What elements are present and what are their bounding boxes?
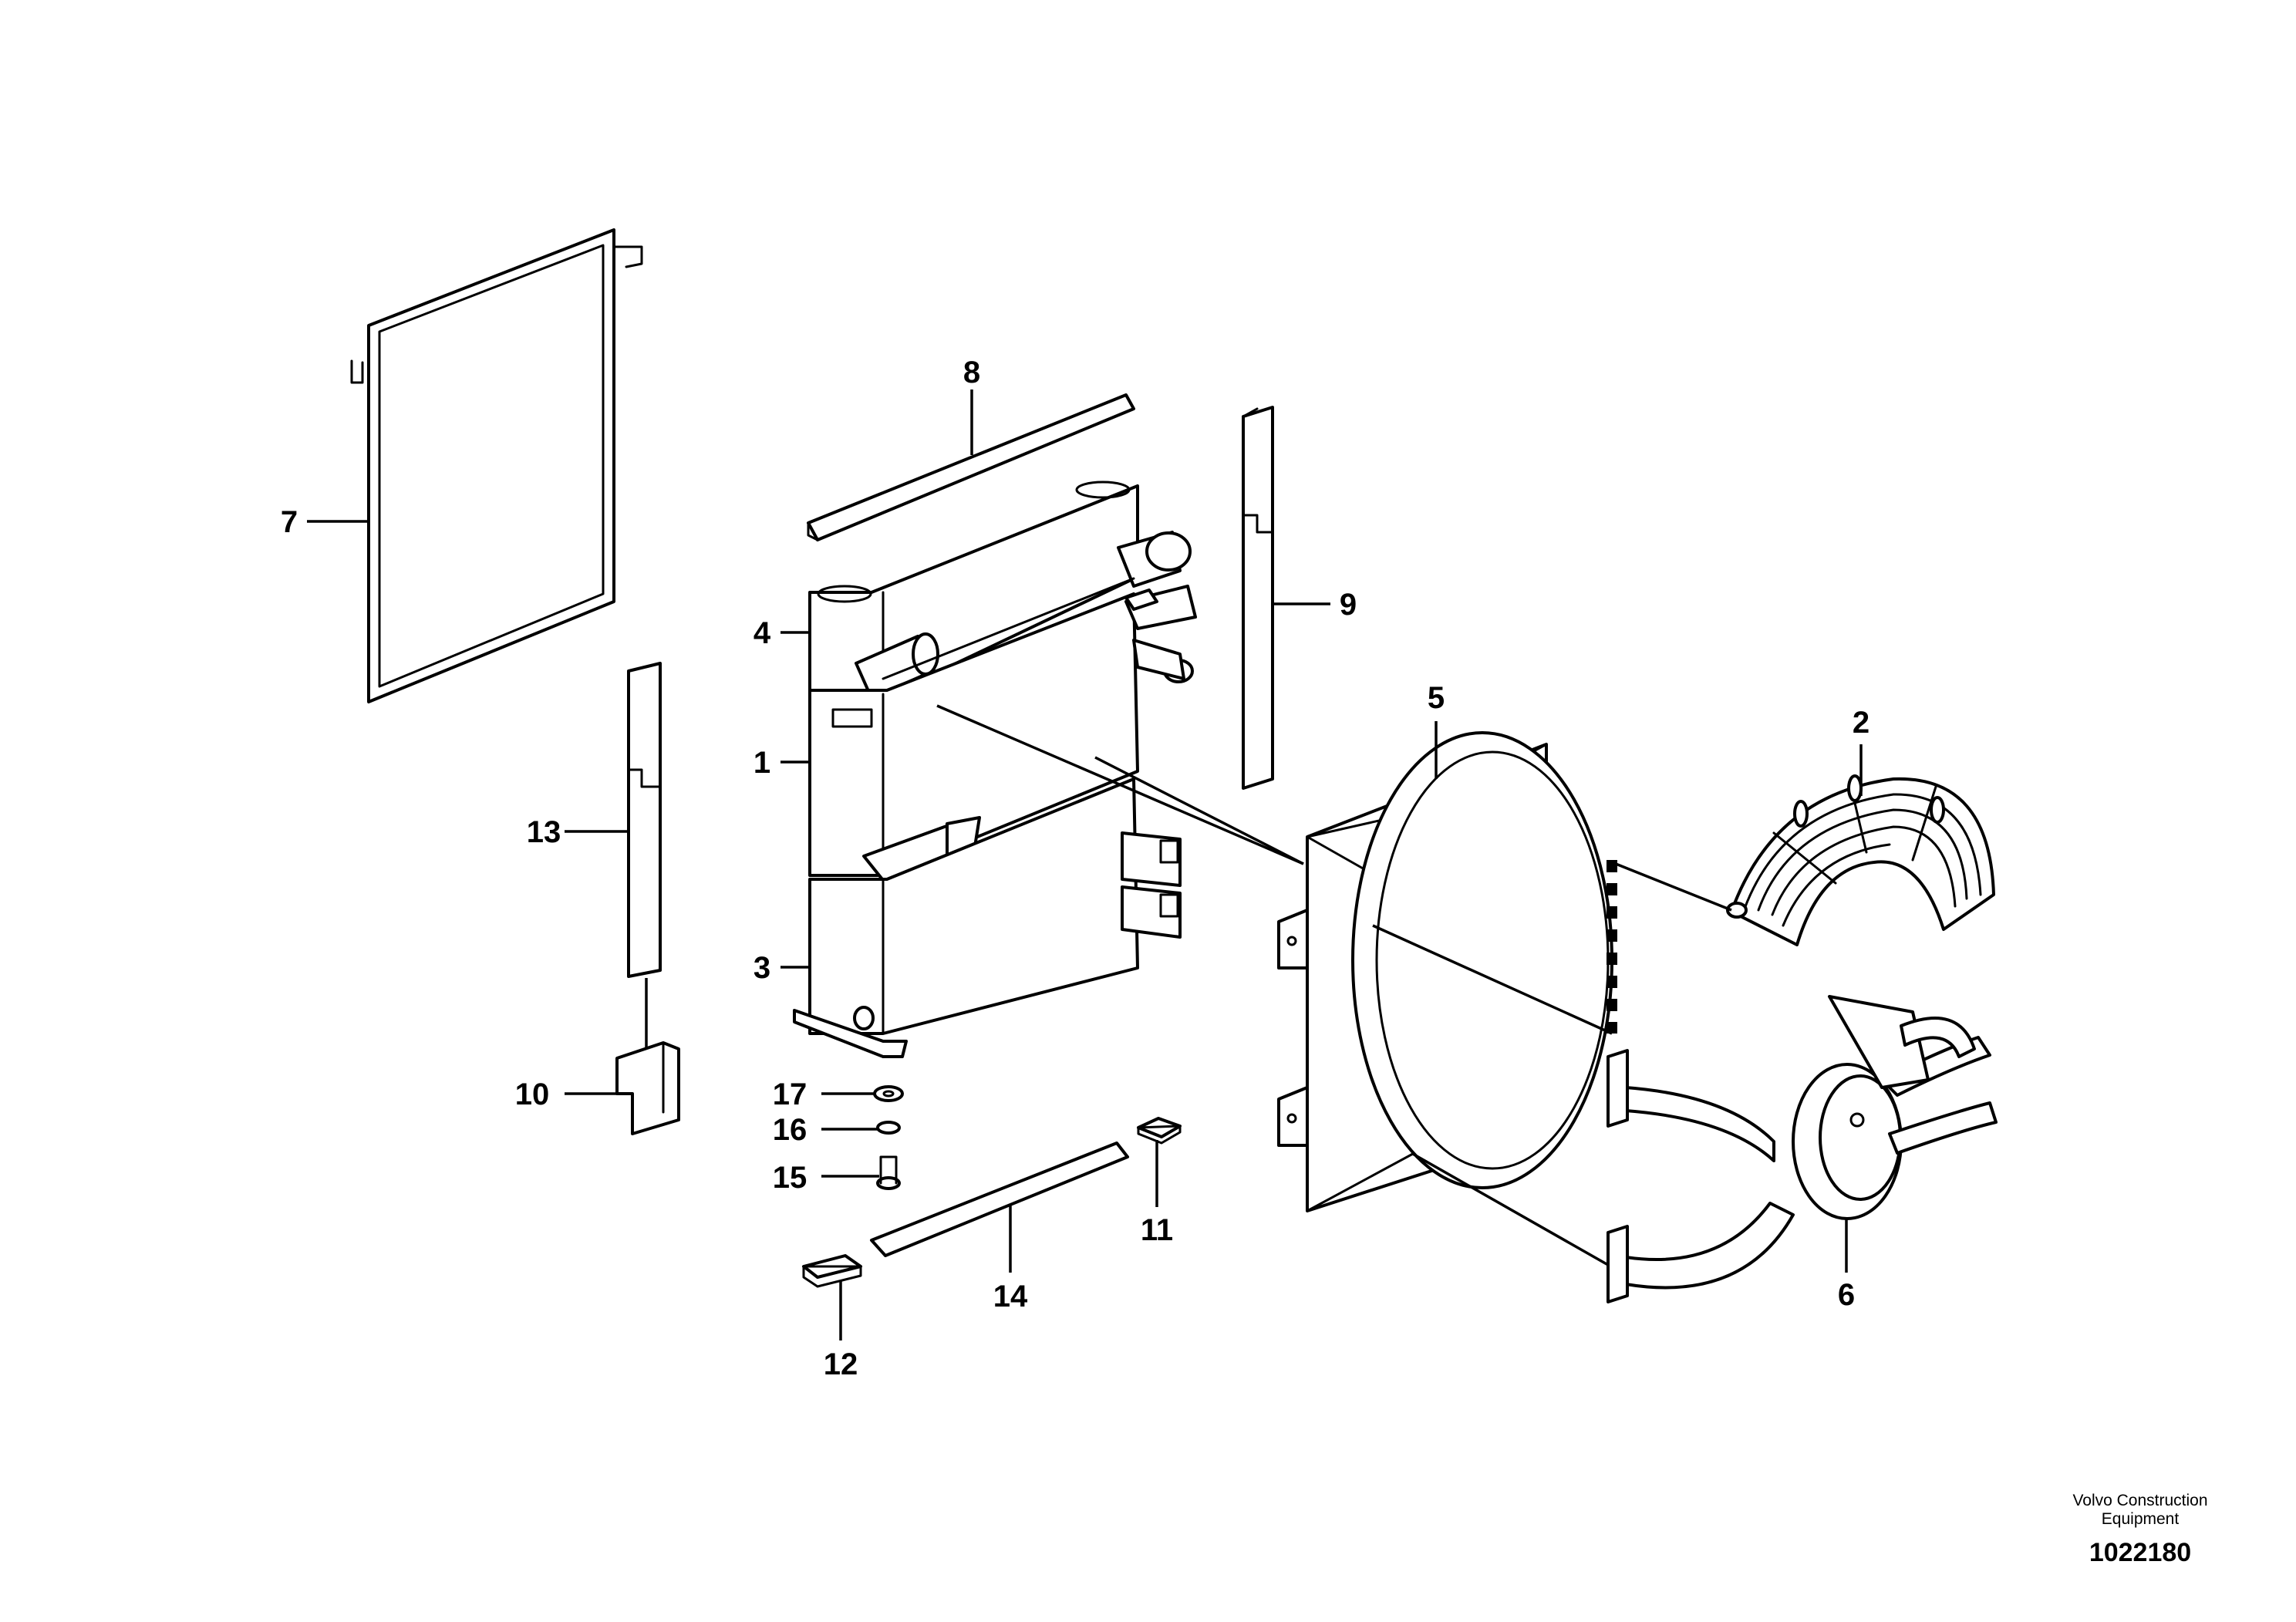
part-3-lower-cooler xyxy=(793,777,1182,1058)
callout-9: 9 xyxy=(1340,588,1357,622)
part-13-vertical-strip xyxy=(627,662,662,978)
document-number: 1022180 xyxy=(2089,1538,2191,1567)
part-15-bolt xyxy=(876,1155,901,1190)
callout-7: 7 xyxy=(281,505,298,539)
callout-2: 2 xyxy=(1853,706,1870,740)
callout-labels: 7 8 9 4 1 3 13 10 17 16 15 14 11 12 5 2 … xyxy=(281,356,1870,1381)
credit-line-1: Volvo Construction xyxy=(2072,1492,2207,1509)
callout-8: 8 xyxy=(963,356,980,389)
part-11-pad xyxy=(1137,1117,1182,1145)
part-17-washer xyxy=(873,1085,904,1102)
title-block: Volvo Construction Equipment 1022180 xyxy=(2072,1492,2207,1567)
callout-12: 12 xyxy=(824,1347,858,1381)
part-14-bottom-strip xyxy=(870,1141,1129,1257)
part-5-fan-shroud xyxy=(1277,731,1613,1212)
part-6-fan-motor-bracket xyxy=(1607,995,1998,1303)
callout-6: 6 xyxy=(1838,1278,1855,1312)
callout-17: 17 xyxy=(773,1077,807,1111)
callout-3: 3 xyxy=(754,951,770,985)
part-4-upper-cooler xyxy=(808,481,1192,700)
part-12-pad xyxy=(802,1254,862,1288)
credit-line-2: Equipment xyxy=(2102,1510,2180,1528)
part-9-vertical-strip xyxy=(1242,406,1274,790)
callout-11: 11 xyxy=(1141,1213,1173,1247)
callout-14: 14 xyxy=(993,1280,1028,1313)
part-8-top-strip xyxy=(807,393,1135,541)
callout-1: 1 xyxy=(754,746,770,780)
callout-10: 10 xyxy=(515,1077,550,1111)
part-16-lock-washer xyxy=(876,1121,901,1135)
callout-4: 4 xyxy=(754,616,771,650)
part-10-bracket-block xyxy=(615,1041,680,1135)
leader-lines xyxy=(307,389,1863,1340)
callout-16: 16 xyxy=(773,1113,807,1147)
part-2-fan-guard xyxy=(1726,774,1995,946)
callout-13: 13 xyxy=(527,815,561,849)
part-7-frame-panel xyxy=(350,228,643,703)
callout-15: 15 xyxy=(773,1161,807,1195)
callout-5: 5 xyxy=(1428,681,1445,715)
